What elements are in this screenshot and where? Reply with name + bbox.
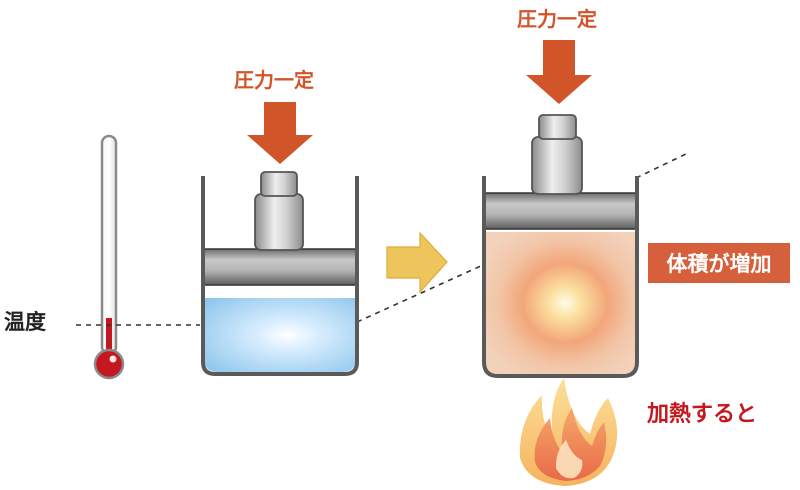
temperature-rise-line-upper xyxy=(635,151,691,179)
cylinder-before xyxy=(201,171,359,376)
heating-label: 加熱すると xyxy=(647,402,758,427)
pressure-constant-label-right: 圧力一定 xyxy=(517,7,597,31)
weight-icon xyxy=(254,171,304,251)
pressure-constant-label-left: 圧力一定 xyxy=(234,68,314,92)
gas-cool xyxy=(204,298,356,372)
flame-icon xyxy=(519,378,618,486)
volume-increase-badge: 体積が増加 xyxy=(648,243,790,283)
cylinder-wall-right xyxy=(482,176,639,378)
piston-right xyxy=(484,192,637,230)
temperature-label: 温度 xyxy=(4,310,46,334)
thermometer-icon xyxy=(93,134,125,380)
cylinder-after xyxy=(482,114,639,378)
arrow-down-icon xyxy=(526,40,592,104)
arrow-down-icon xyxy=(247,102,313,164)
arrow-right-icon xyxy=(386,231,448,294)
piston-left xyxy=(203,248,357,286)
gas-hot xyxy=(485,232,636,374)
temperature-rise-line xyxy=(356,264,484,323)
weight-icon xyxy=(531,114,583,195)
cylinder-wall-left xyxy=(201,176,359,376)
